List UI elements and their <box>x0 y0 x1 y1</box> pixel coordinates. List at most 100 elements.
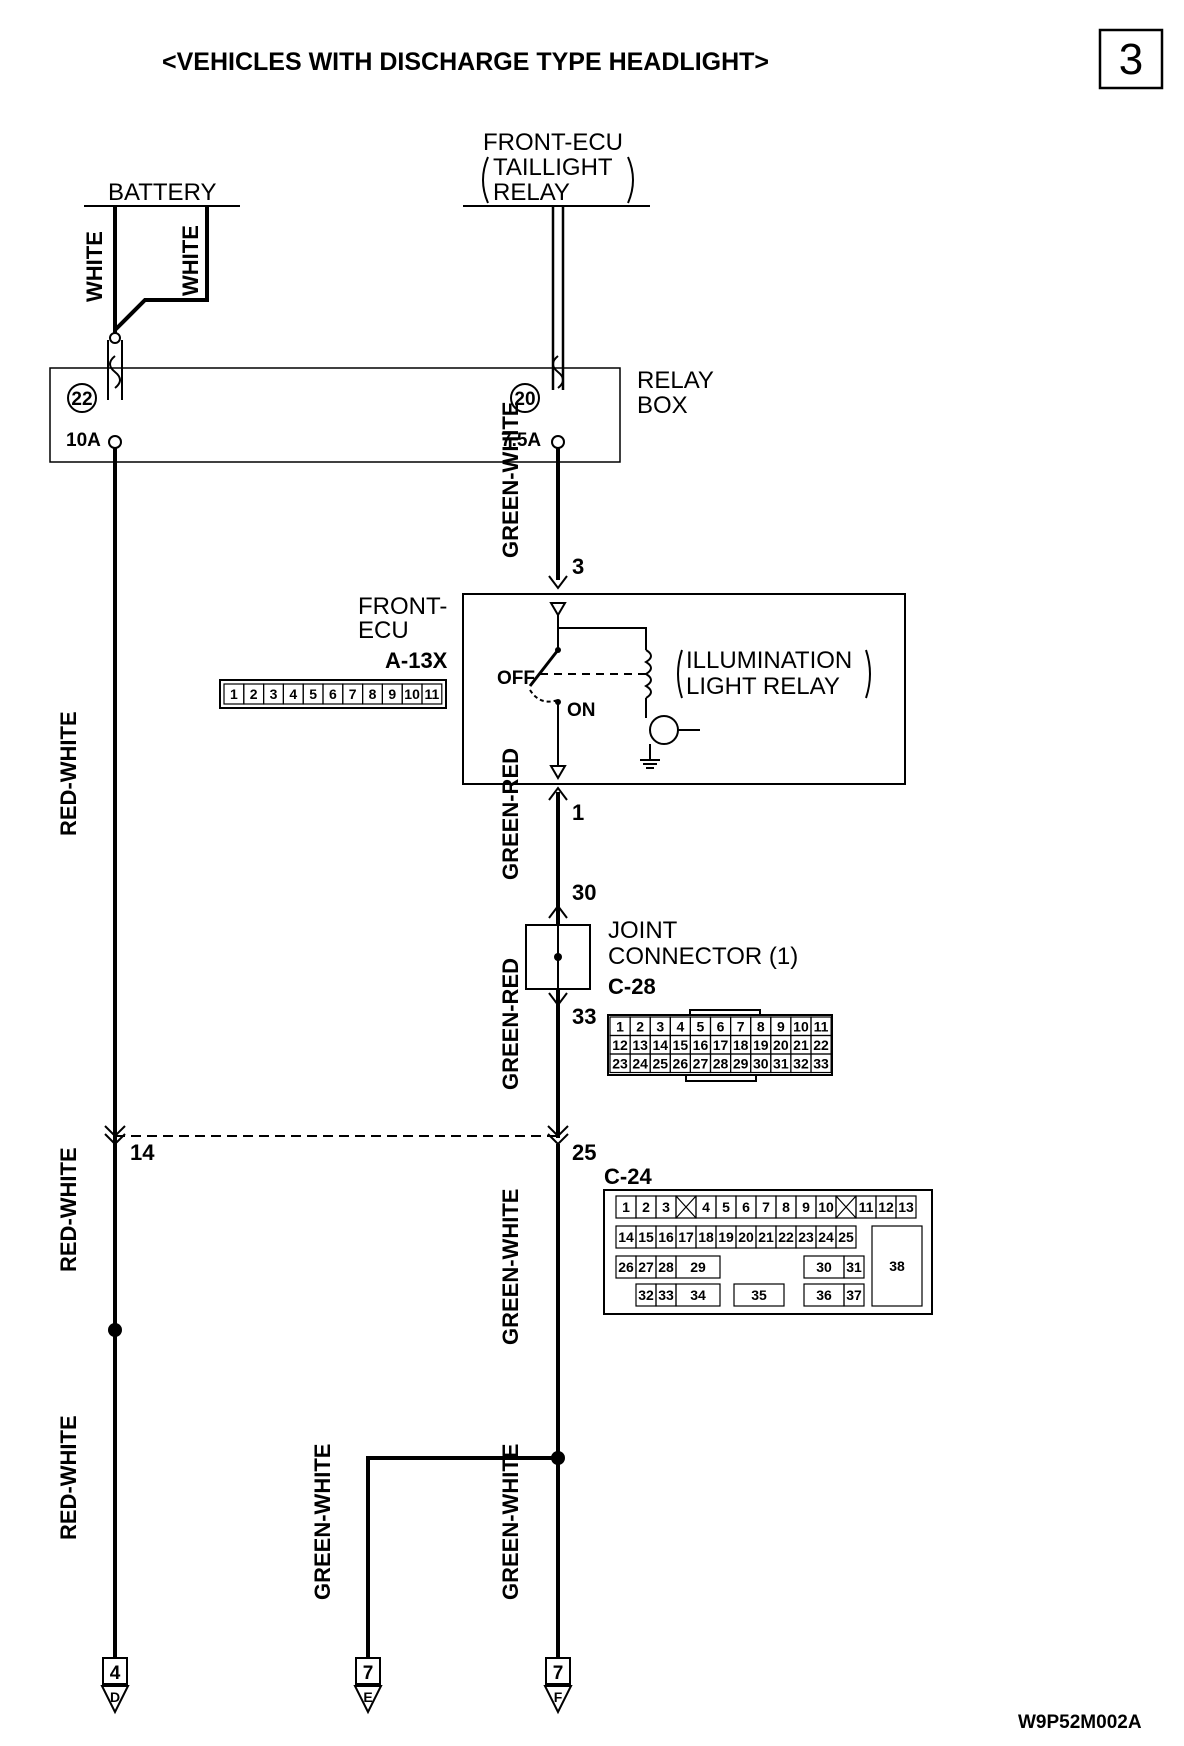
c24-pin: 16 <box>658 1229 674 1245</box>
svg-text:7: 7 <box>363 1663 374 1684</box>
switch-off-label: OFF <box>497 668 535 689</box>
relay-label-1: ILLUMINATION <box>686 647 852 674</box>
c24-pin-right: 25 <box>572 1140 596 1165</box>
c24-pin: 8 <box>782 1199 790 1215</box>
front-ecu-source-line3: RELAY <box>493 179 570 206</box>
relay-coil-icon <box>644 649 652 699</box>
output-terminal-f: 7 F <box>543 1657 573 1715</box>
c28-pin: 12 <box>612 1037 628 1053</box>
a13x-pin: 4 <box>289 686 297 702</box>
c24-pin: 32 <box>638 1287 654 1303</box>
wire-green-white-4: GREEN-WHITE <box>498 1444 523 1600</box>
c28-pin: 4 <box>676 1018 684 1034</box>
fuse-left-number: 22 <box>71 389 92 410</box>
wire-branch-e <box>366 1456 558 1658</box>
a13x-pin: 9 <box>388 686 396 702</box>
c28-pin: 10 <box>793 1018 809 1034</box>
a13x-pin: 2 <box>250 686 258 702</box>
c24-pin: 35 <box>751 1287 767 1303</box>
front-ecu-source-paren-right <box>627 156 634 204</box>
page-number-box <box>1098 28 1164 90</box>
c24-pin: 14 <box>618 1229 634 1245</box>
joint-connector-label-2: CONNECTOR (1) <box>608 943 798 970</box>
fuse-left-rating: 10A <box>66 430 101 451</box>
a13x-pin: 6 <box>329 686 337 702</box>
c24-pin: 7 <box>762 1199 770 1215</box>
c24-pin: 33 <box>658 1287 674 1303</box>
joint-connector-node <box>554 953 562 961</box>
c24-pin: 28 <box>658 1259 674 1275</box>
wire-red-white-3: RED-WHITE <box>56 1415 81 1540</box>
c28-pin: 18 <box>733 1037 749 1053</box>
c24-pin: 38 <box>889 1258 905 1274</box>
c24-pin-cell <box>675 1283 721 1307</box>
svg-text:7: 7 <box>553 1663 564 1684</box>
relay-label-2: LIGHT RELAY <box>686 673 840 700</box>
c24-left-marker <box>104 1125 126 1146</box>
c28-pin: 25 <box>652 1055 668 1071</box>
wire-green-red-1: GREEN-RED <box>498 748 523 880</box>
svg-text:4: 4 <box>110 1663 121 1684</box>
relay-label-paren-left <box>677 649 683 699</box>
c28-pin: 15 <box>673 1037 689 1053</box>
c24-pin-blank <box>835 1195 857 1219</box>
front-ecu-source-paren-left <box>482 156 489 204</box>
joint-pin-in-marker <box>548 904 568 919</box>
svg-text:E: E <box>363 1689 372 1705</box>
c28-pin: 20 <box>773 1037 789 1053</box>
c28-connector <box>607 1014 833 1076</box>
wire-green-red-2: GREEN-RED <box>498 958 523 1090</box>
a13x-pin: 8 <box>369 686 377 702</box>
wire-white-a: WHITE <box>82 231 107 302</box>
c28-pin: 7 <box>737 1018 745 1034</box>
joint-pin-out: 33 <box>572 1004 596 1029</box>
fuse-left-terminal <box>108 435 122 449</box>
front-ecu-source-line2: TAILLIGHT <box>493 154 613 181</box>
c28-pin: 13 <box>632 1037 648 1053</box>
wire-green-white-1: GREEN-WHITE <box>498 402 523 558</box>
c24-pin: 1 <box>622 1199 630 1215</box>
c24-pin: 12 <box>878 1199 894 1215</box>
c28-key-bottom <box>685 1075 757 1082</box>
c24-pin: 21 <box>758 1229 774 1245</box>
c28-pin: 32 <box>793 1055 809 1071</box>
ecu-pin-out: 1 <box>572 800 584 825</box>
ecu-inner-terminal-top <box>549 602 567 617</box>
c24-pin: 23 <box>798 1229 814 1245</box>
relay-box-label-2: BOX <box>637 392 688 419</box>
front-ecu-label-1: FRONT- <box>358 593 447 620</box>
switch-arm <box>528 649 560 687</box>
c24-pin: 10 <box>818 1199 834 1215</box>
fuse-right-rating: 7.5A <box>501 430 541 451</box>
a13x-pin: 11 <box>424 686 439 702</box>
c28-pin: 19 <box>753 1037 769 1053</box>
diagram-code: W9P52M002A <box>1018 1712 1142 1733</box>
c24-pin: 34 <box>690 1287 706 1303</box>
battery-wire-right <box>113 206 209 332</box>
switch-on-arc <box>529 689 559 703</box>
c24-pin: 19 <box>718 1229 734 1245</box>
c24-pin: 18 <box>698 1229 714 1245</box>
ecu-relay-supply <box>558 627 647 650</box>
c28-pin: 23 <box>612 1055 628 1071</box>
c24-pin-left: 14 <box>130 1140 155 1165</box>
relay-label-paren-right <box>865 649 871 699</box>
fuse-right-terminal <box>551 435 565 449</box>
c24-pin: 37 <box>846 1287 862 1303</box>
relay-box-label-1: RELAY <box>637 367 714 394</box>
a13x-pin: 5 <box>309 686 317 702</box>
fuse-left-number-circle <box>67 383 97 413</box>
front-ecu-label-2: ECU <box>358 617 409 644</box>
c28-key-top <box>689 1009 761 1015</box>
diagram-title: <VEHICLES WITH DISCHARGE TYPE HEADLIGHT> <box>162 48 769 76</box>
c28-pin: 33 <box>813 1055 829 1071</box>
page-number: 3 <box>1119 35 1143 84</box>
c24-pin-cell <box>871 1225 923 1307</box>
front-ecu-connector <box>219 679 447 709</box>
c24-pin: 31 <box>846 1259 862 1275</box>
c28-pin: 16 <box>693 1037 709 1053</box>
c24-pin: 24 <box>818 1229 834 1245</box>
c24-connector <box>603 1189 933 1315</box>
joint-connector-id: C-28 <box>608 974 656 999</box>
